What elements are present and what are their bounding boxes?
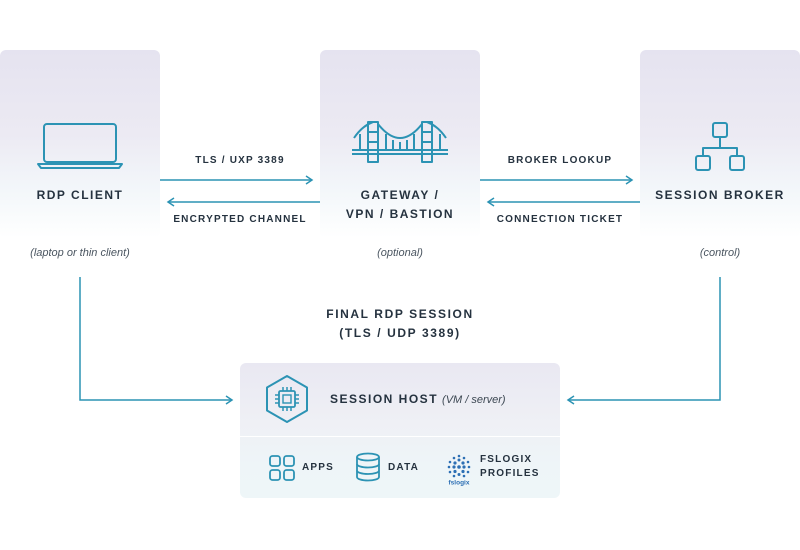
gateway-subtitle: (optional) bbox=[377, 247, 423, 259]
session-host-label: SESSION HOST bbox=[330, 392, 439, 406]
apps-grid-icon bbox=[269, 455, 295, 481]
laptop-icon bbox=[37, 123, 123, 169]
final-session-label: FINAL RDP SESSION (TLS / UDP 3389) bbox=[300, 305, 500, 343]
final-session-line2: (TLS / UDP 3389) bbox=[339, 326, 461, 340]
gateway-label-line1: GATEWAY / bbox=[360, 188, 440, 202]
rdp-client-node: RDP CLIENT bbox=[0, 50, 160, 238]
session-host-subtitle: (VM / server) bbox=[442, 394, 506, 406]
resource-fslogix-line1: FSLOGIX bbox=[480, 454, 533, 465]
final-session-line1: FINAL RDP SESSION bbox=[326, 307, 474, 321]
session-broker-subtitle: (control) bbox=[699, 247, 741, 259]
arrowhead-gateway-to-client bbox=[166, 197, 175, 207]
gateway-label-line2: VPN / BASTION bbox=[345, 207, 455, 221]
rdp-client-subtitle: (laptop or thin client) bbox=[30, 247, 130, 259]
resource-fslogix-line2: PROFILES bbox=[480, 468, 540, 479]
edge-label-encrypted-channel: ENCRYPTED CHANNEL bbox=[173, 214, 307, 225]
rdp-client-label: RDP CLIENT bbox=[36, 188, 124, 202]
resource-apps-label: APPS bbox=[302, 462, 335, 473]
bridge-icon bbox=[352, 121, 448, 163]
fslogix-logo: fslogix bbox=[447, 454, 471, 487]
resource-fslogix-label: FSLOGIX PROFILES bbox=[480, 453, 540, 481]
arrowhead-broker-to-gateway bbox=[486, 197, 495, 207]
resource-data-label: DATA bbox=[388, 462, 420, 473]
session-host-title: SESSION HOST(VM / server) bbox=[330, 392, 506, 406]
arrow-client-to-host bbox=[79, 277, 232, 401]
session-host-divider bbox=[240, 436, 560, 437]
arrowhead-gateway-to-broker bbox=[625, 175, 634, 185]
database-icon bbox=[356, 452, 380, 482]
arrow-broker-to-host bbox=[568, 277, 721, 401]
session-broker-label: SESSION BROKER bbox=[655, 188, 785, 202]
arrowhead-client-to-host bbox=[225, 395, 234, 405]
chip-icon bbox=[266, 375, 308, 423]
flowchart-icon bbox=[695, 122, 745, 171]
edge-label-connection-ticket: CONNECTION TICKET bbox=[496, 214, 624, 225]
arrowhead-client-to-gateway bbox=[305, 175, 314, 185]
edge-label-tls: TLS / UXP 3389 bbox=[195, 155, 285, 166]
fslogix-logo-text: fslogix bbox=[449, 480, 470, 487]
edge-label-broker-lookup: BROKER LOOKUP bbox=[507, 155, 613, 166]
arrowhead-broker-to-host bbox=[566, 395, 575, 405]
